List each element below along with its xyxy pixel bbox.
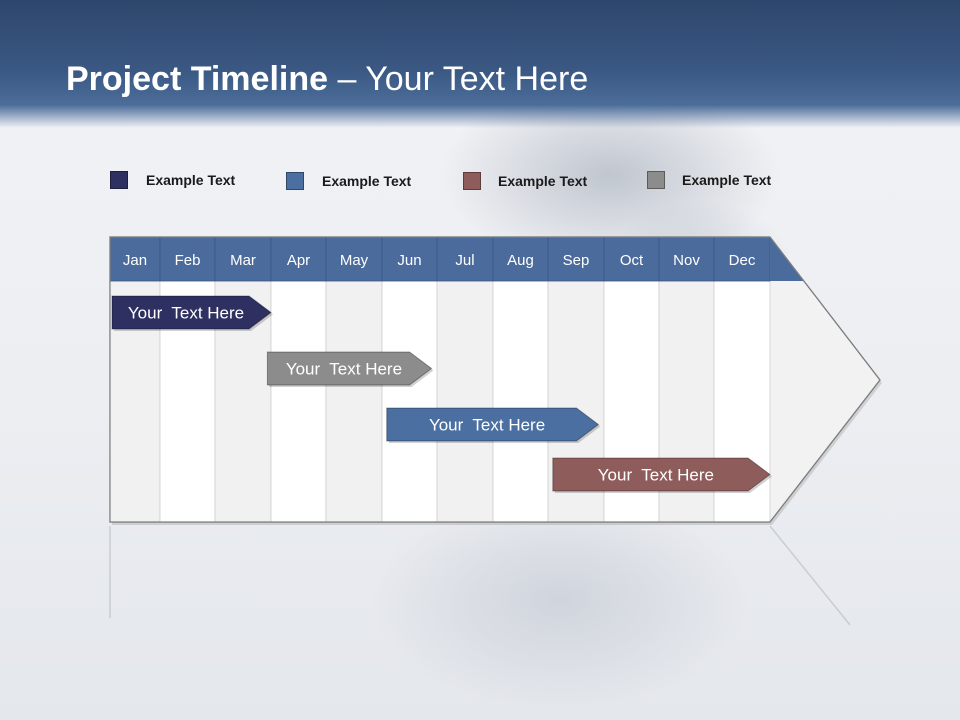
month-label: Feb <box>175 252 201 269</box>
month-header-cell <box>492 236 549 282</box>
reflection-diagonal-line <box>769 525 851 626</box>
month-column <box>381 280 438 523</box>
legend-label-4: Example Text <box>682 172 772 188</box>
task-bar-label: Your Text Here <box>598 466 714 485</box>
month-header-cell <box>159 236 216 282</box>
month-label: May <box>340 252 369 269</box>
month-header-cell <box>214 236 272 282</box>
task-bar-label: Your Text Here <box>429 416 545 435</box>
month-column <box>436 280 494 523</box>
title-bold: Project Timeline <box>66 60 329 98</box>
task-bar <box>552 457 771 492</box>
title-subtitle: – Your Text Here <box>328 60 589 98</box>
month-header-cell <box>547 236 605 282</box>
task-bar <box>386 407 600 442</box>
month-header-cell <box>325 236 383 282</box>
month-label: Jul <box>455 252 474 269</box>
task-bar <box>111 295 272 330</box>
task-bar <box>266 351 433 386</box>
legend-swatch-2 <box>286 172 304 190</box>
legend-swatch-4 <box>647 171 665 189</box>
month-header-cell <box>109 236 161 282</box>
month-label: Aug <box>507 252 534 269</box>
legend-label-2: Example Text <box>322 173 412 189</box>
task-bar-label: Your Text Here <box>286 360 402 379</box>
month-label: Dec <box>729 252 756 269</box>
month-label: Mar <box>230 252 256 269</box>
month-label: Jan <box>123 252 147 269</box>
month-label: Nov <box>673 252 700 269</box>
legend-swatch-1 <box>110 171 128 189</box>
month-label: Sep <box>563 252 590 269</box>
month-column <box>492 280 549 523</box>
legend-label-1: Example Text <box>146 172 236 188</box>
month-header-cell <box>270 236 327 282</box>
month-column <box>270 280 327 523</box>
month-header-cell <box>658 236 715 282</box>
task-bar-label: Your Text Here <box>128 304 244 323</box>
month-label: Jun <box>397 252 421 269</box>
legend-label-3: Example Text <box>498 173 588 189</box>
month-label: Oct <box>620 252 644 269</box>
month-label: Apr <box>287 252 310 269</box>
header-banner <box>0 0 960 128</box>
page-title: Project Timeline – Your Text Here <box>66 60 588 99</box>
month-column <box>325 280 383 523</box>
timeline-arrow-outline <box>109 236 881 523</box>
legend-swatch-3 <box>463 172 481 190</box>
month-header-cell <box>436 236 494 282</box>
